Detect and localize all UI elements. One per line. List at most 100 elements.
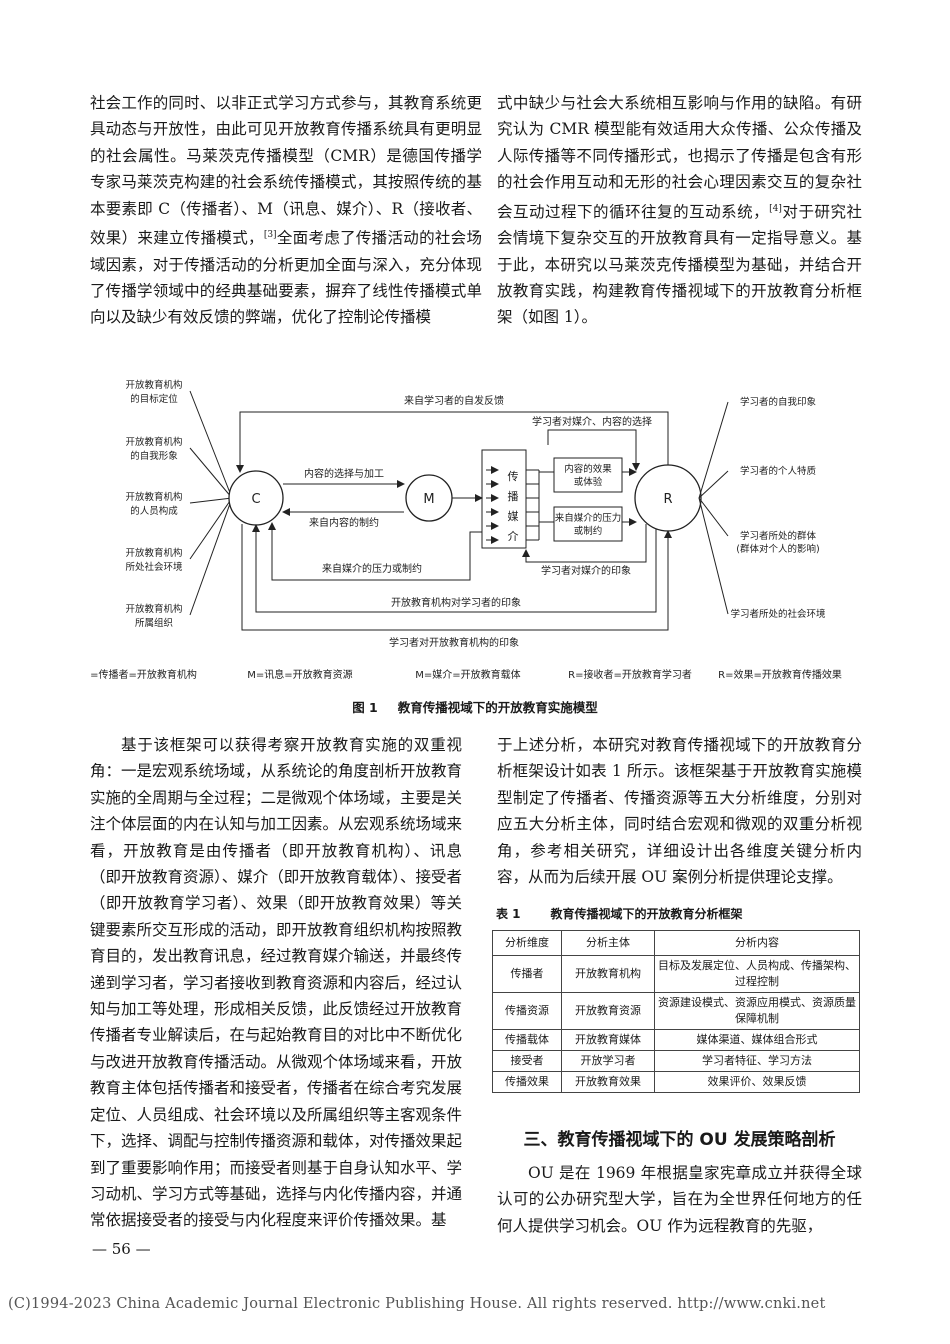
figure-diagram: 开放教育机构的目标定位开放教育机构的自我形象开放教育机构的人员构成开放教育机构所… [90,379,842,681]
left-label: 的自我形象 [130,450,178,462]
right-connector [698,497,729,615]
diagram-arrows [236,411,672,631]
node-r-label: R [663,492,672,507]
box-text: 内容的效果 [564,463,612,475]
table-row: 传播资源开放教育资源资源建设模式、资源应用模式、资源质量保障机制 [492,992,860,1030]
citation-ref: [4] [769,203,782,214]
right-label: (群体对个人的影响) [736,543,819,555]
left-connector [189,447,233,499]
table-cell: 传播载体 [492,1029,562,1051]
copyright-footer: (C)1994-2023 China Academic Journal Elec… [8,1296,826,1312]
left-label: 开放教育机构 [125,436,182,448]
top-right-column: 式中缺少与社会大系统相互影响与作用的缺陷。有研究认为 CMR 模型能有效适用大众… [497,90,862,331]
citation-ref: [3] [263,230,277,241]
left-label: 开放教育机构 [125,379,182,391]
arrow-labels: 来自学习者的自发反馈 学习者对媒介、内容的选择 内容的选择与加工 来自内容的制约… [304,394,652,649]
label-media-pressure: 来自媒介的压力或制约 [322,562,422,575]
right-connector [698,401,729,499]
table-cell: 传播资源 [492,992,562,1030]
label-content-constraint: 来自内容的制约 [309,516,379,529]
right-connector [698,470,729,499]
left-label: 开放教育机构 [125,603,182,615]
table-cell: 接受者 [492,1050,562,1072]
table-header: 分析内容 [654,930,860,956]
label-learner-impression: 学习者对开放教育机构的印象 [389,636,519,649]
left-connector [189,497,233,616]
media-char: 传 [508,470,519,483]
box-text: 或体验 [574,476,603,488]
left-label: 所属组织 [135,617,173,629]
left-connector [189,390,233,499]
media-char: 媒 [508,510,519,523]
legend-item: M=媒介=开放教育载体 [415,668,520,681]
left-label: 开放教育机构 [125,491,182,503]
table-cell: 开放学习者 [561,1050,655,1072]
table-header: 分析主体 [561,930,655,956]
label-feedback: 来自学习者的自发反馈 [404,394,504,407]
left-label: 开放教育机构 [125,547,182,559]
left-connector [189,497,233,560]
left-label: 的人员构成 [130,505,178,517]
table-header-row: 分析维度 分析主体 分析内容 [492,930,860,956]
effect-box [553,457,623,493]
table-row: 传播者开放教育机构目标及发展定位、人员构成、传播架构、过程控制 [492,955,860,993]
legend-item: M=讯息=开放教育资源 [247,668,352,681]
table-row: 接受者开放学习者学习者特征、学习方法 [492,1050,860,1072]
table-cell: 传播效果 [492,1071,562,1093]
table-cell: 效果评价、效果反馈 [654,1071,860,1093]
left-connector-lines [189,390,233,616]
bottom-left-column: 基于该框架可以获得考察开放教育实施的双重视角：一是宏观系统场域，从系统论的角度剖… [90,732,462,1234]
table-cell: 开放教育机构 [561,955,655,993]
legend-item: R=效果=开放教育传播效果 [718,668,842,681]
top-left-column: 社会工作的同时、以非正式学习方式参与，其教育系统更具动态与开放性，由此可见开放教… [90,90,482,331]
table-cell: 开放教育效果 [561,1071,655,1093]
media-char: 播 [508,489,519,503]
table-cell: 传播者 [492,955,562,993]
table-row: 传播效果开放教育效果效果评价、效果反馈 [492,1071,860,1093]
box-text: 来自媒介的压力 [555,512,622,524]
section-heading: 三、教育传播视域下的 OU 发展策略剖析 [523,1130,836,1150]
label-media-impression: 学习者对媒介的印象 [541,564,631,577]
media-char: 介 [508,530,519,543]
right-label: 学习者的个人特质 [740,465,817,477]
table-header: 分析维度 [492,930,562,956]
figure-1: 开放教育机构的目标定位开放教育机构的自我形象开放教育机构的人员构成开放教育机构所… [90,372,860,692]
left-labels: 开放教育机构的目标定位开放教育机构的自我形象开放教育机构的人员构成开放教育机构所… [125,379,183,629]
section-body: OU 是在 1969 年根据皇家宪章成立并获得全球认可的公办研究型大学，旨在为全… [497,1160,862,1239]
table-cell: 开放教育资源 [561,992,655,1030]
body-paragraph: 式中缺少与社会大系统相互影响与作用的缺陷。有研究认为 CMR 模型能有效适用大众… [497,94,862,327]
node-c-label: C [251,492,260,507]
body-paragraph: 于上述分析，本研究对教育传播视域下的开放教育分析框架设计如表 1 所示。该框架基… [497,736,862,887]
table-cell: 媒体渠道、媒体组合形式 [654,1029,860,1051]
right-label: 学习者所处的社会环境 [730,608,826,620]
right-label: 学习者的自我印象 [740,396,817,408]
node-m-label: M [423,492,434,507]
table-row: 传播载体开放教育媒体媒体渠道、媒体组合形式 [492,1029,860,1051]
label-select-media: 学习者对媒介、内容的选择 [532,415,652,428]
table-cell: 资源建设模式、资源应用模式、资源质量保障机制 [654,992,860,1030]
left-connector [189,497,233,504]
media-box-arrows [486,466,540,544]
right-label: 学习者所处的群体 [740,530,817,542]
body-paragraph: 基于该框架可以获得考察开放教育实施的双重视角：一是宏观系统场域，从系统论的角度剖… [90,736,463,1230]
left-label: 的目标定位 [130,393,178,405]
label-institution-impression: 开放教育机构对学习者的印象 [391,596,521,609]
left-label: 所处社会环境 [125,561,183,573]
page-number: — 56 — [92,1240,151,1258]
box-text: 或制约 [574,525,603,537]
right-connector [698,497,729,537]
table-cell: 开放教育媒体 [561,1029,655,1051]
table-cell: 学习者特征、学习方法 [654,1050,860,1072]
table-cell: 目标及发展定位、人员构成、传播架构、过程控制 [654,955,860,993]
body-paragraph: OU 是在 1969 年根据皇家宪章成立并获得全球认可的公办研究型大学，旨在为全… [497,1164,862,1235]
label-content-select: 内容的选择与加工 [304,467,384,480]
media-pressure-box [553,506,623,542]
analysis-framework-table: 分析维度 分析主体 分析内容 传播者开放教育机构目标及发展定位、人员构成、传播架… [492,930,860,1093]
